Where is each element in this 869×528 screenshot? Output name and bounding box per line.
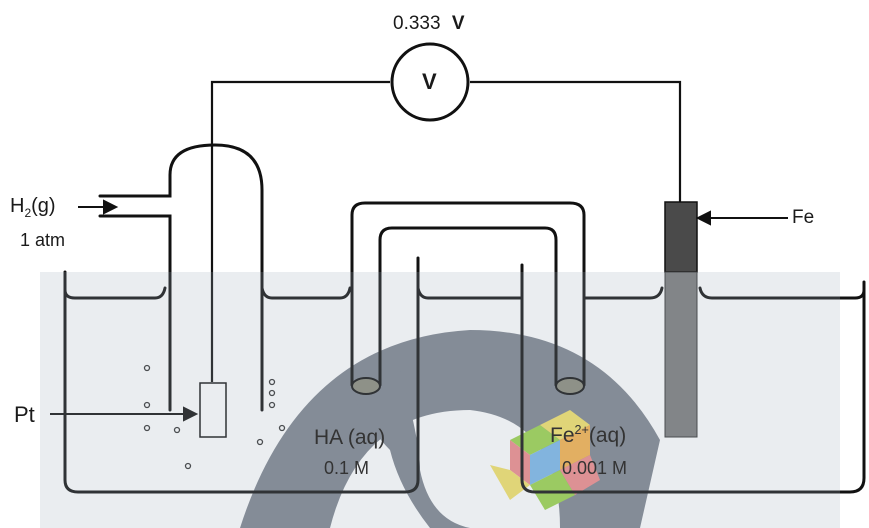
label-arrows xyxy=(50,199,788,422)
h2-state: (g) xyxy=(31,195,56,217)
voltmeter-circle xyxy=(390,42,470,122)
h2-main: H xyxy=(10,195,25,217)
hydrogen-gas-label: H2(g) xyxy=(10,196,56,219)
right-solution-conc: 0.001 M xyxy=(562,458,628,478)
external-wire xyxy=(210,80,682,382)
watermark-overlay xyxy=(40,272,840,528)
voltage-value: 0.333 xyxy=(393,13,441,34)
right-solution-name: Fe2+(aq) xyxy=(550,424,626,446)
iron-electrode-top xyxy=(664,201,698,273)
hydrogen-tube xyxy=(98,143,264,412)
platinum-label: Pt xyxy=(14,402,35,427)
iron-label: Fe xyxy=(792,207,815,228)
watermark-cube xyxy=(490,410,600,510)
left-solution-conc: 0.1 M xyxy=(324,458,370,478)
platinum-electrode xyxy=(199,382,227,438)
voltage-unit: V xyxy=(451,13,465,34)
salt-bridge-frit-right xyxy=(555,377,585,395)
pressure-label: 1 atm xyxy=(20,230,66,250)
voltmeter-symbol: V xyxy=(422,69,437,94)
iron-ion-state: (aq) xyxy=(588,424,627,447)
iron-ion: Fe xyxy=(550,424,575,447)
h2-subscript: 2 xyxy=(24,206,32,220)
gas-bubbles xyxy=(143,364,286,470)
cell-container xyxy=(63,256,866,494)
salt-bridge xyxy=(350,201,586,387)
voltage-reading: 0.333 V xyxy=(393,14,465,33)
salt-bridge-frit-left xyxy=(351,377,381,395)
left-solution-name: HA (aq) xyxy=(314,426,386,449)
iron-electrode-bottom xyxy=(664,271,698,438)
iron-ion-charge: 2+ xyxy=(574,423,589,437)
